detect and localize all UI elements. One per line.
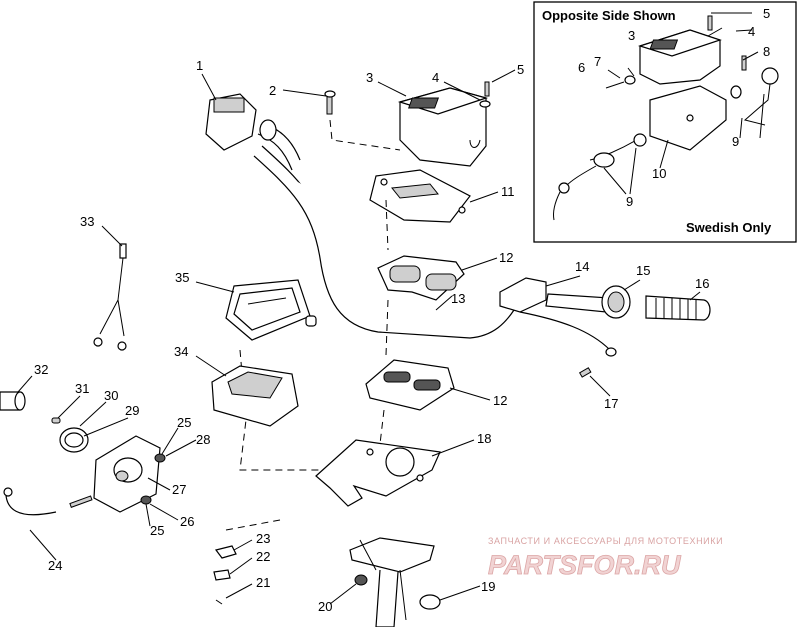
callout-number-34: 34 <box>174 344 188 359</box>
part-27-indicator-housing <box>93 435 161 513</box>
part-21-23-stack <box>213 545 237 605</box>
callout-number-23: 23 <box>256 531 270 546</box>
callout-number-3: 3 <box>366 70 373 85</box>
callout-number-32: 32 <box>34 362 48 377</box>
callout-number-24: 24 <box>48 558 62 573</box>
inset-screws <box>605 15 747 89</box>
watermark-logo: PARTSFOR.RU <box>488 550 682 580</box>
inset-title: Opposite Side Shown <box>542 8 676 23</box>
part-15-throttle <box>545 285 631 319</box>
callout-number-9: 9 <box>732 134 739 149</box>
part-4-5-screw <box>479 81 491 108</box>
part-32-bulb <box>0 391 26 411</box>
callout-number-12: 12 <box>499 250 513 265</box>
callouts: 1 2 3 4 5 11 12 12 13 14 15 16 17 18 19 … <box>17 58 709 614</box>
callout-number-11: 11 <box>501 184 515 199</box>
part-18-mounting-plate <box>315 439 441 507</box>
callout-number-4: 4 <box>748 24 755 39</box>
inset-callouts: 5 3 4 8 6 7 9 10 9 <box>578 6 770 209</box>
callout-number-10: 10 <box>652 166 666 181</box>
part-25-26-28-hardware <box>69 453 166 508</box>
callout-number-15: 15 <box>636 263 650 278</box>
part-35-speedometer <box>225 279 317 341</box>
assembly-lines <box>225 119 401 531</box>
callout-number-27: 27 <box>172 482 186 497</box>
part-34-speedo-housing <box>211 365 299 427</box>
part-33-wire <box>93 243 127 351</box>
callout-number-17: 17 <box>604 396 618 411</box>
callout-number-28: 28 <box>196 432 210 447</box>
part-24-cable <box>3 487 57 516</box>
part-16-grip <box>645 295 711 321</box>
callout-number-19: 19 <box>481 579 495 594</box>
callout-number-1: 1 <box>196 58 203 73</box>
callout-number-18: 18 <box>477 431 491 446</box>
callout-number-14: 14 <box>575 259 589 274</box>
callout-number-33: 33 <box>80 214 94 229</box>
callout-number-6: 6 <box>578 60 585 75</box>
inset-harness <box>553 133 647 221</box>
part-12-lower-clamp <box>365 359 455 411</box>
part-19-20-steering-base <box>349 537 441 627</box>
part-17-screw <box>578 367 592 378</box>
part-3-switch-housing <box>397 87 489 167</box>
part-14-brake-master <box>499 277 617 357</box>
callout-number-2: 2 <box>269 83 276 98</box>
callout-number-25: 25 <box>177 415 191 430</box>
callout-number-4: 4 <box>432 70 439 85</box>
callout-number-9: 9 <box>626 194 633 209</box>
callout-number-7: 7 <box>594 54 601 69</box>
callout-number-12: 12 <box>493 393 507 408</box>
callout-number-8: 8 <box>763 44 770 59</box>
callout-number-22: 22 <box>256 549 270 564</box>
inset-note: Swedish Only <box>686 220 772 235</box>
callout-number-31: 31 <box>75 381 89 396</box>
callout-number-26: 26 <box>180 514 194 529</box>
callout-number-21: 21 <box>256 575 270 590</box>
callout-number-3: 3 <box>628 28 635 43</box>
part-11-plate <box>369 169 471 223</box>
callout-number-25: 25 <box>150 523 164 538</box>
callout-number-29: 29 <box>125 403 139 418</box>
inset-switch-housing <box>638 29 722 85</box>
inset-bracket <box>649 85 727 151</box>
part-2-screw <box>324 90 336 115</box>
watermark-tagline: ЗАПЧАСТИ И АКСЕССУАРЫ ДЛЯ МОТОТЕХНИКИ <box>488 536 723 546</box>
callout-number-5: 5 <box>517 62 524 77</box>
inset-key-switch <box>730 67 779 126</box>
part-29-30-31-lens <box>51 417 89 453</box>
callout-number-16: 16 <box>695 276 709 291</box>
callout-number-13: 13 <box>451 291 465 306</box>
callout-number-35: 35 <box>175 270 189 285</box>
callout-number-20: 20 <box>318 599 332 614</box>
callout-number-30: 30 <box>104 388 118 403</box>
callout-number-5: 5 <box>763 6 770 21</box>
part-12-upper-clamp <box>377 255 465 301</box>
part-1-left-control <box>205 93 301 171</box>
